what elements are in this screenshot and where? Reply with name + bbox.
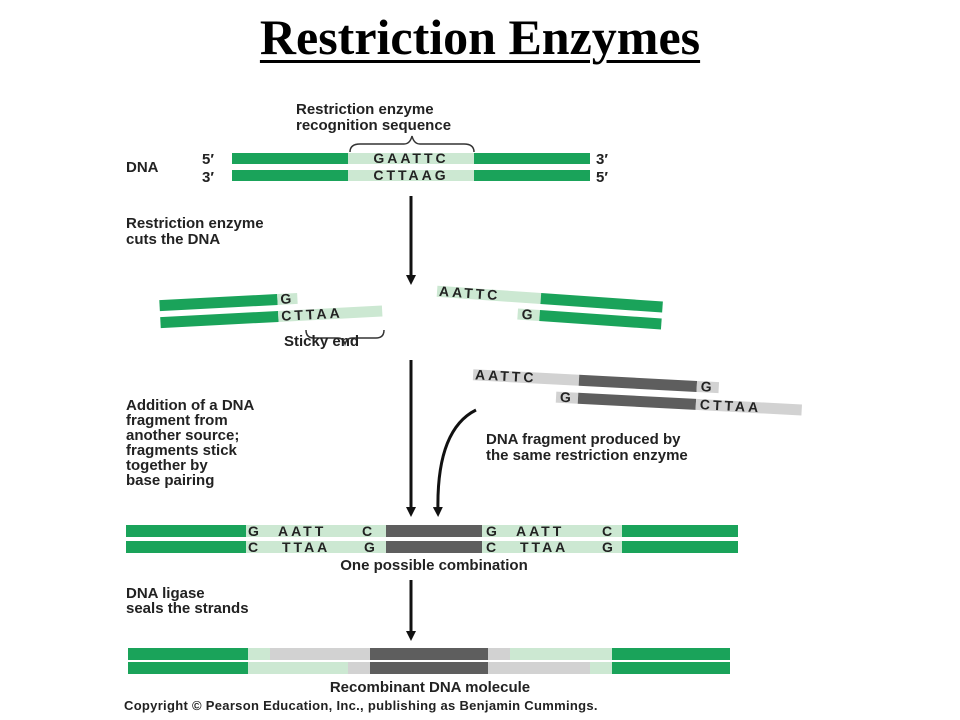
combo-bottom-right-strand bbox=[622, 541, 738, 553]
recombinant-bottom-right-site1 bbox=[488, 662, 590, 674]
cuts-label-line1: Restriction enzyme bbox=[126, 215, 264, 232]
dna-top-right-strand bbox=[474, 153, 590, 164]
foreign-fragment-right-overhang bbox=[695, 398, 802, 416]
combo-top-g-right: G bbox=[486, 523, 497, 539]
recombinant-bottom-right-site2 bbox=[590, 662, 612, 674]
right-fragment-bottom-strand bbox=[539, 310, 662, 330]
recombinant-top-right-strand bbox=[612, 648, 730, 660]
bottom-3prime-label: 3′ bbox=[202, 169, 214, 186]
left-fragment-sticky-sequence: CTTAA bbox=[281, 305, 343, 324]
sticky-end-brace bbox=[305, 329, 385, 347]
left-fragment-bottom-strand bbox=[160, 310, 279, 329]
recombinant-label: Recombinant DNA molecule bbox=[330, 679, 530, 696]
dna-label: DNA bbox=[126, 159, 159, 176]
combo-top-insert bbox=[386, 525, 482, 537]
left-fragment-overhang bbox=[278, 305, 383, 322]
addition-label-line6: base pairing bbox=[126, 472, 214, 489]
recombinant-bottom-left-strand bbox=[128, 662, 248, 674]
left-fragment: G CTTAA bbox=[159, 290, 383, 329]
recombinant-bottom-right-strand bbox=[612, 662, 730, 674]
foreign-fragment-left-sequence: AATTC bbox=[475, 366, 537, 385]
combination-label: One possible combination bbox=[340, 557, 528, 574]
dna-bottom-left-strand bbox=[232, 170, 348, 181]
combo-bottom-ttaa-right: TTAA bbox=[520, 539, 568, 555]
recognition-label-line1: Restriction enzyme bbox=[296, 101, 434, 118]
recognition-label-line2: recognition sequence bbox=[296, 117, 451, 134]
left-fragment-top-site bbox=[277, 292, 298, 305]
foreign-fragment-right-sequence: CTTAA bbox=[699, 396, 761, 415]
foreign-fragment-top-strand bbox=[578, 374, 698, 392]
right-fragment-bottom-site bbox=[517, 308, 540, 321]
combo-bottom-g-left: G bbox=[364, 539, 375, 555]
combo-top-aatt-right: AATT bbox=[516, 523, 564, 539]
addition-label-line5: together by bbox=[126, 457, 208, 474]
sticky-end-label: Sticky end bbox=[284, 333, 359, 350]
right-fragment-sticky-sequence: AATTC bbox=[439, 283, 501, 303]
combo-bottom-c-left: C bbox=[248, 539, 258, 555]
fragment-label-line1: DNA fragment produced by bbox=[486, 431, 681, 448]
foreign-fragment-top-site bbox=[696, 380, 720, 394]
page-title: Restriction Enzymes bbox=[259, 9, 701, 65]
combo-top-g-left: G bbox=[248, 523, 259, 539]
combo-top-right-site bbox=[482, 525, 622, 537]
foreign-fragment-bottom-site bbox=[555, 391, 579, 404]
addition-label-line4: fragments stick bbox=[126, 442, 238, 459]
recombinant-top-left-site2 bbox=[270, 648, 370, 660]
recombinant-bottom-left-site1 bbox=[248, 662, 348, 674]
dna-bottom-right-strand bbox=[474, 170, 590, 181]
foreign-fragment-overhang bbox=[472, 369, 580, 386]
dna-top-recognition-site bbox=[348, 153, 474, 164]
top-5prime-label: 5′ bbox=[202, 151, 214, 168]
right-fragment-g: G bbox=[521, 306, 533, 323]
left-fragment-g: G bbox=[280, 290, 292, 307]
right-fragment-overhang bbox=[436, 285, 542, 305]
combo-top-c-right: C bbox=[602, 523, 612, 539]
addition-label-line3: another source; bbox=[126, 427, 239, 444]
combo-bottom-insert bbox=[386, 541, 482, 553]
recognition-top-sequence: GAATTC bbox=[373, 150, 448, 166]
recombinant-top-right-site2 bbox=[510, 648, 612, 660]
top-3prime-label: 3′ bbox=[596, 151, 608, 168]
addition-label-line1: Addition of a DNA bbox=[126, 397, 254, 414]
combo-top-aatt-left: AATT bbox=[278, 523, 326, 539]
combo-top-left-site bbox=[246, 525, 386, 537]
foreign-fragment-right-g: G bbox=[700, 378, 712, 395]
ligase-label-line1: DNA ligase bbox=[126, 585, 205, 602]
combo-bottom-right-site bbox=[482, 541, 622, 553]
combo-bottom-ttaa-left: TTAA bbox=[282, 539, 330, 555]
combo-bottom-left-strand bbox=[126, 541, 246, 553]
combo-bottom-c-right: C bbox=[486, 539, 496, 555]
foreign-fragment-bottom-strand bbox=[577, 392, 697, 410]
right-fragment: AATTC G bbox=[436, 283, 663, 330]
dna-bottom-recognition-site bbox=[348, 170, 474, 181]
recombinant-top-right-site1 bbox=[488, 648, 510, 660]
left-fragment-top-strand bbox=[159, 293, 278, 312]
foreign-fragment: AATTC G G CTTAA bbox=[472, 366, 802, 416]
fragment-label-line2: the same restriction enzyme bbox=[486, 447, 688, 464]
foreign-fragment-left-g: G bbox=[560, 389, 572, 406]
right-fragment-top-strand bbox=[540, 293, 663, 313]
fragment-insert-arrow bbox=[432, 408, 477, 517]
bottom-5prime-label: 5′ bbox=[596, 169, 608, 186]
combo-bottom-g-right: G bbox=[602, 539, 613, 555]
recognition-bottom-sequence: CTTAAG bbox=[373, 167, 448, 183]
combo-top-right-strand bbox=[622, 525, 738, 537]
combo-bottom-left-site bbox=[246, 541, 386, 553]
copyright-text: Copyright © Pearson Education, Inc., pub… bbox=[124, 698, 598, 713]
cuts-label-line2: cuts the DNA bbox=[126, 231, 220, 248]
recombinant-bottom-insert bbox=[370, 662, 488, 674]
combo-top-left-strand bbox=[126, 525, 246, 537]
combo-top-c-left: C bbox=[362, 523, 372, 539]
recombinant-top-left-strand bbox=[128, 648, 248, 660]
ligase-label-line2: seals the strands bbox=[126, 600, 249, 617]
recombinant-top-insert bbox=[370, 648, 488, 660]
recombinant-top-left-site1 bbox=[248, 648, 270, 660]
recognition-brace bbox=[349, 135, 475, 153]
addition-label-line2: fragment from bbox=[126, 412, 228, 429]
recombinant-bottom-left-site2 bbox=[348, 662, 370, 674]
dna-top-left-strand bbox=[232, 153, 348, 164]
